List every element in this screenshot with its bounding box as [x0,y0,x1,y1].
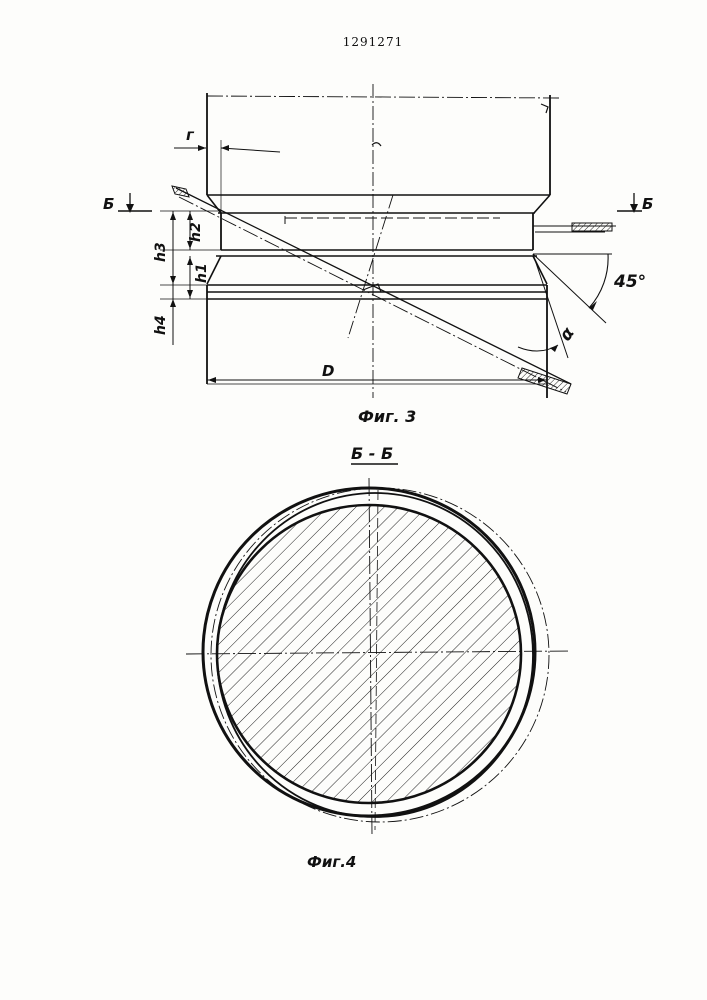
dim-h2-label: h2 [188,222,204,242]
alpha-label: α [556,324,579,345]
fig4-caption: Фиг.4 [307,853,356,871]
section-mark-left: Б [103,195,114,213]
dim-h3-label: h3 [153,242,169,262]
fig4-section-title: Б - Б [351,444,393,463]
fig3-top-centerline [207,96,561,98]
angle-45-label: 45° [613,272,646,292]
fig3-caption: Фиг. 3 [358,407,416,426]
fig4-drawing: Б - Б Фиг.4 [186,444,570,871]
dim-h4-label: h4 [153,315,169,335]
right-blade-section [572,223,612,231]
patent-number: 1291271 [343,35,403,49]
dim-D-label: D [322,362,334,380]
cut-blade-top [172,186,189,197]
dim-g-label: г [186,126,195,144]
section-mark-right: Б [642,195,653,213]
hatched-disc [217,505,521,803]
cut-blade-bottom [518,368,571,394]
fig3-drawing: 45° α г Б Б h2 h3 [103,84,653,426]
upper-break-mark [541,104,548,113]
dim-h1-label: h1 [194,263,210,283]
